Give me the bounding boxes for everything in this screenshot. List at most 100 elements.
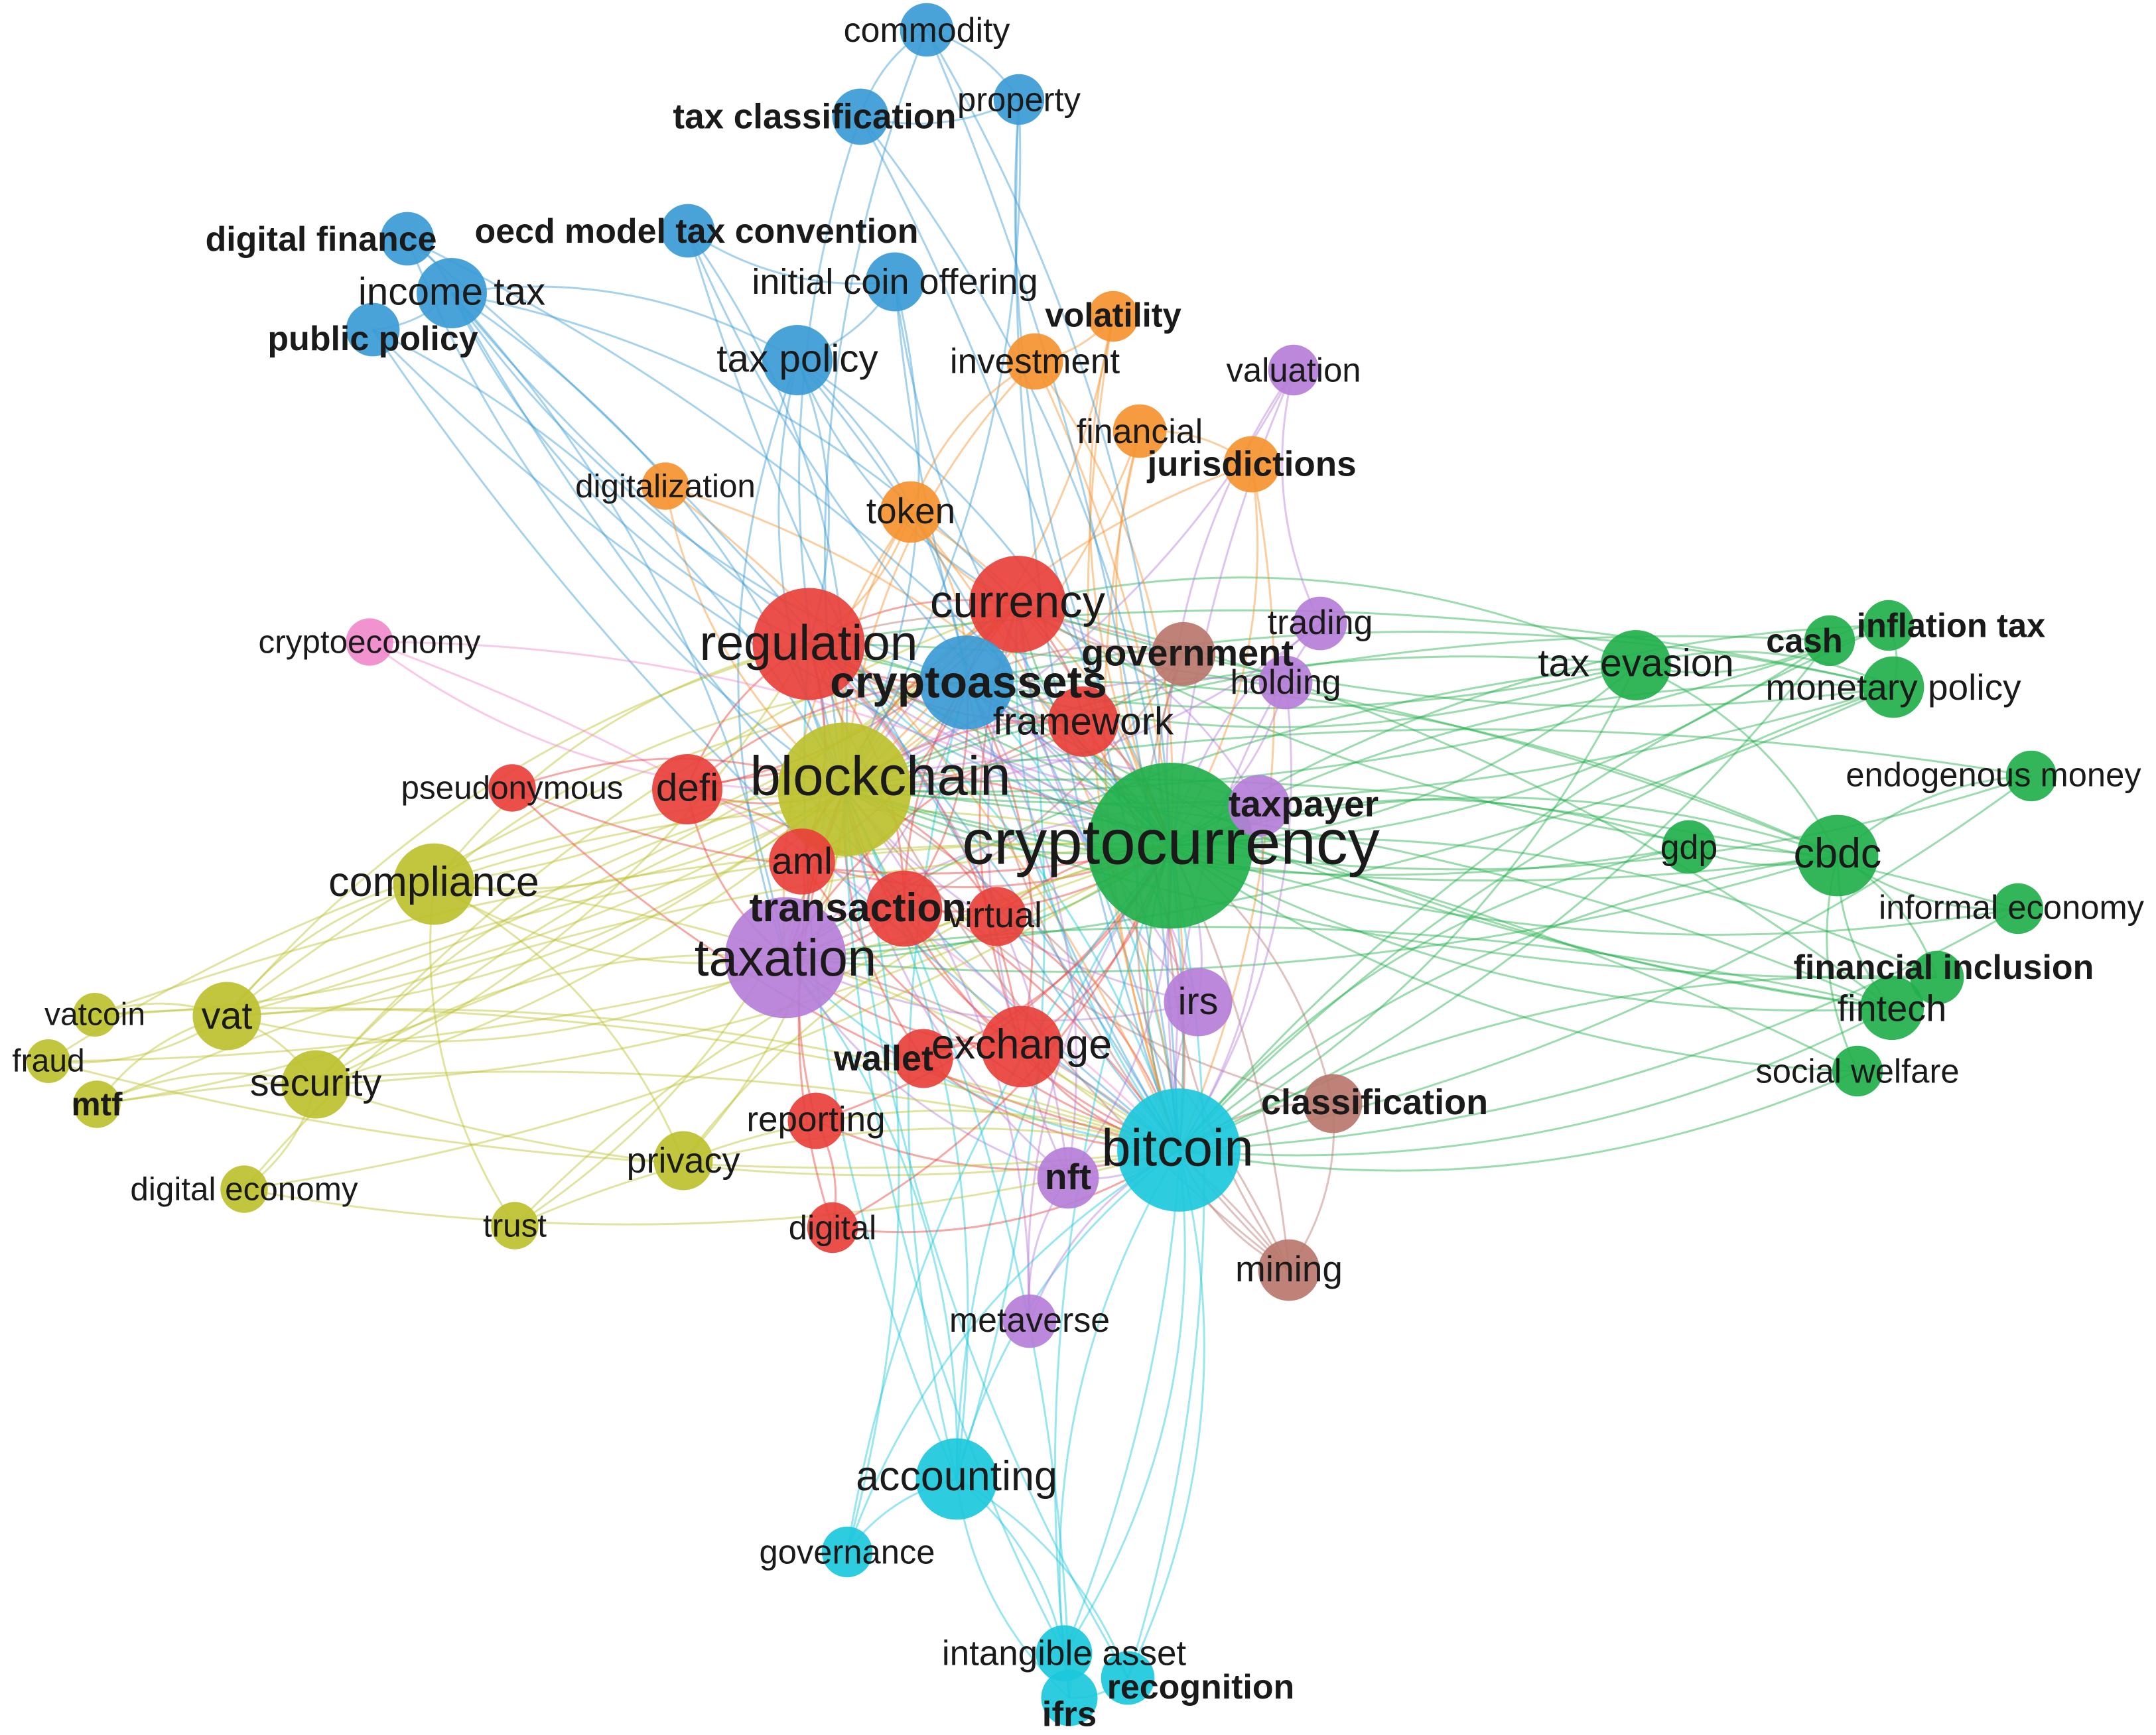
label-informal-economy[interactable]: informal economy <box>1879 889 2145 927</box>
node-blockchain[interactable] <box>777 722 911 856</box>
label-tax-policy[interactable]: tax policy <box>716 338 878 381</box>
node-taxation[interactable] <box>724 897 846 1019</box>
node-wallet[interactable] <box>894 1029 953 1088</box>
node-fintech[interactable] <box>1859 976 1924 1041</box>
label-currency[interactable]: currency <box>930 576 1106 627</box>
node-recognition[interactable] <box>1101 1651 1155 1705</box>
node-ifrs[interactable] <box>1041 1669 1098 1726</box>
label-valuation[interactable]: valuation <box>1227 352 1361 389</box>
label-financial-inclusion[interactable]: financial inclusion <box>1794 948 2094 986</box>
node-security[interactable] <box>281 1050 350 1119</box>
label-digital-economy[interactable]: digital economy <box>130 1171 358 1208</box>
label-recognition[interactable]: recognition <box>1107 1667 1295 1706</box>
node-privacy[interactable] <box>653 1131 713 1190</box>
label-vatcoin[interactable]: vatcoin <box>44 997 145 1033</box>
label-digital-finance[interactable]: digital finance <box>206 220 437 258</box>
node-endogenous-money[interactable] <box>2005 750 2057 802</box>
node-compliance[interactable] <box>393 843 475 925</box>
node-financial-inclusion[interactable] <box>1910 950 1964 1005</box>
label-governance[interactable]: governance <box>760 1533 935 1571</box>
label-pseudonymous[interactable]: pseudonymous <box>401 770 624 806</box>
label-holding[interactable]: holding <box>1230 663 1341 701</box>
label-fraud[interactable]: fraud <box>12 1044 84 1079</box>
label-blockchain[interactable]: blockchain <box>750 745 1010 807</box>
label-vat[interactable]: vat <box>202 995 253 1037</box>
label-endogenous-money[interactable]: endogenous money <box>1846 756 2141 794</box>
label-classification[interactable]: classification <box>1261 1082 1488 1122</box>
label-cash[interactable]: cash <box>1766 622 1843 660</box>
label-gdp[interactable]: gdp <box>1660 828 1718 866</box>
node-nft[interactable] <box>1037 1147 1099 1209</box>
label-social-welfare[interactable]: social welfare <box>1755 1053 1959 1090</box>
node-classification[interactable] <box>1303 1074 1363 1133</box>
label-income-tax[interactable]: income tax <box>358 271 545 314</box>
node-tax-classification[interactable] <box>832 88 889 145</box>
node-digital-economy[interactable] <box>220 1165 268 1213</box>
label-reporting[interactable]: reporting <box>746 1100 885 1139</box>
label-property[interactable]: property <box>957 81 1081 119</box>
node-transaction[interactable] <box>866 870 943 947</box>
node-intangible-asset[interactable] <box>1036 1625 1093 1682</box>
node-jurisdictions[interactable] <box>1223 436 1280 493</box>
label-accounting[interactable]: accounting <box>856 1453 1057 1500</box>
node-property[interactable] <box>993 74 1045 125</box>
node-volatility[interactable] <box>1087 290 1139 342</box>
label-bitcoin[interactable]: bitcoin <box>1101 1118 1253 1177</box>
label-cryptoeconomy[interactable]: cryptoeconomy <box>259 624 481 661</box>
node-vat[interactable] <box>192 982 261 1051</box>
node-vatcoin[interactable] <box>73 993 117 1037</box>
node-oecd-model-tax-convention[interactable] <box>661 204 715 258</box>
node-mtf[interactable] <box>73 1080 121 1128</box>
label-digitalization[interactable]: digitalization <box>575 468 756 505</box>
node-public-policy[interactable] <box>346 302 400 357</box>
node-defi[interactable] <box>652 754 722 824</box>
label-volatility[interactable]: volatility <box>1045 296 1181 334</box>
label-security[interactable]: security <box>250 1062 382 1104</box>
label-tax-classification[interactable]: tax classification <box>673 97 956 137</box>
node-cbdc[interactable] <box>1796 814 1879 897</box>
node-commodity[interactable] <box>900 3 954 57</box>
label-commodity[interactable]: commodity <box>844 11 1010 49</box>
label-regulation[interactable]: regulation <box>700 615 918 671</box>
label-intangible-asset[interactable]: intangible asset <box>942 1634 1187 1673</box>
node-aml[interactable] <box>769 828 835 895</box>
node-bitcoin[interactable] <box>1117 1088 1241 1212</box>
node-token[interactable] <box>880 481 942 543</box>
label-framework[interactable]: framework <box>993 700 1174 743</box>
label-nft[interactable]: nft <box>1045 1156 1091 1197</box>
node-financial[interactable] <box>1112 404 1167 458</box>
label-cryptocurrency[interactable]: cryptocurrency <box>962 807 1380 878</box>
label-transaction[interactable]: transaction <box>749 885 966 930</box>
node-cash[interactable] <box>1804 615 1855 667</box>
node-investment[interactable] <box>1006 333 1063 390</box>
node-tax-evasion[interactable] <box>1601 630 1671 700</box>
node-initial-coin-offering[interactable] <box>865 252 925 312</box>
node-income-tax[interactable] <box>417 258 487 328</box>
node-currency[interactable] <box>969 556 1066 653</box>
label-metaverse[interactable]: metaverse <box>949 1301 1110 1339</box>
label-privacy[interactable]: privacy <box>626 1141 740 1181</box>
node-reporting[interactable] <box>787 1092 844 1149</box>
label-exchange[interactable]: exchange <box>931 1021 1112 1068</box>
label-government[interactable]: government <box>1081 632 1294 674</box>
node-regulation[interactable] <box>752 588 865 700</box>
node-pseudonymous[interactable] <box>488 764 536 812</box>
label-jurisdictions[interactable]: jurisdictions <box>1146 445 1356 484</box>
node-digital[interactable] <box>807 1202 858 1253</box>
node-cryptoeconomy[interactable] <box>346 618 393 666</box>
label-wallet[interactable]: wallet <box>833 1039 933 1078</box>
node-trust[interactable] <box>491 1202 539 1250</box>
node-cryptocurrency[interactable] <box>1087 763 1253 929</box>
label-defi[interactable]: defi <box>656 767 718 810</box>
label-cryptoassets[interactable]: cryptoassets <box>830 658 1107 708</box>
node-social-welfare[interactable] <box>1832 1045 1883 1097</box>
label-public-policy[interactable]: public policy <box>267 319 478 357</box>
label-compliance[interactable]: compliance <box>328 859 539 905</box>
node-metaverse[interactable] <box>1002 1294 1057 1348</box>
node-gdp[interactable] <box>1662 820 1716 874</box>
node-monetary-policy[interactable] <box>1862 656 1924 718</box>
node-fraud[interactable] <box>27 1039 70 1083</box>
node-tax-policy[interactable] <box>762 325 833 395</box>
label-digital[interactable]: digital <box>789 1209 876 1247</box>
label-aml[interactable]: aml <box>772 841 833 883</box>
